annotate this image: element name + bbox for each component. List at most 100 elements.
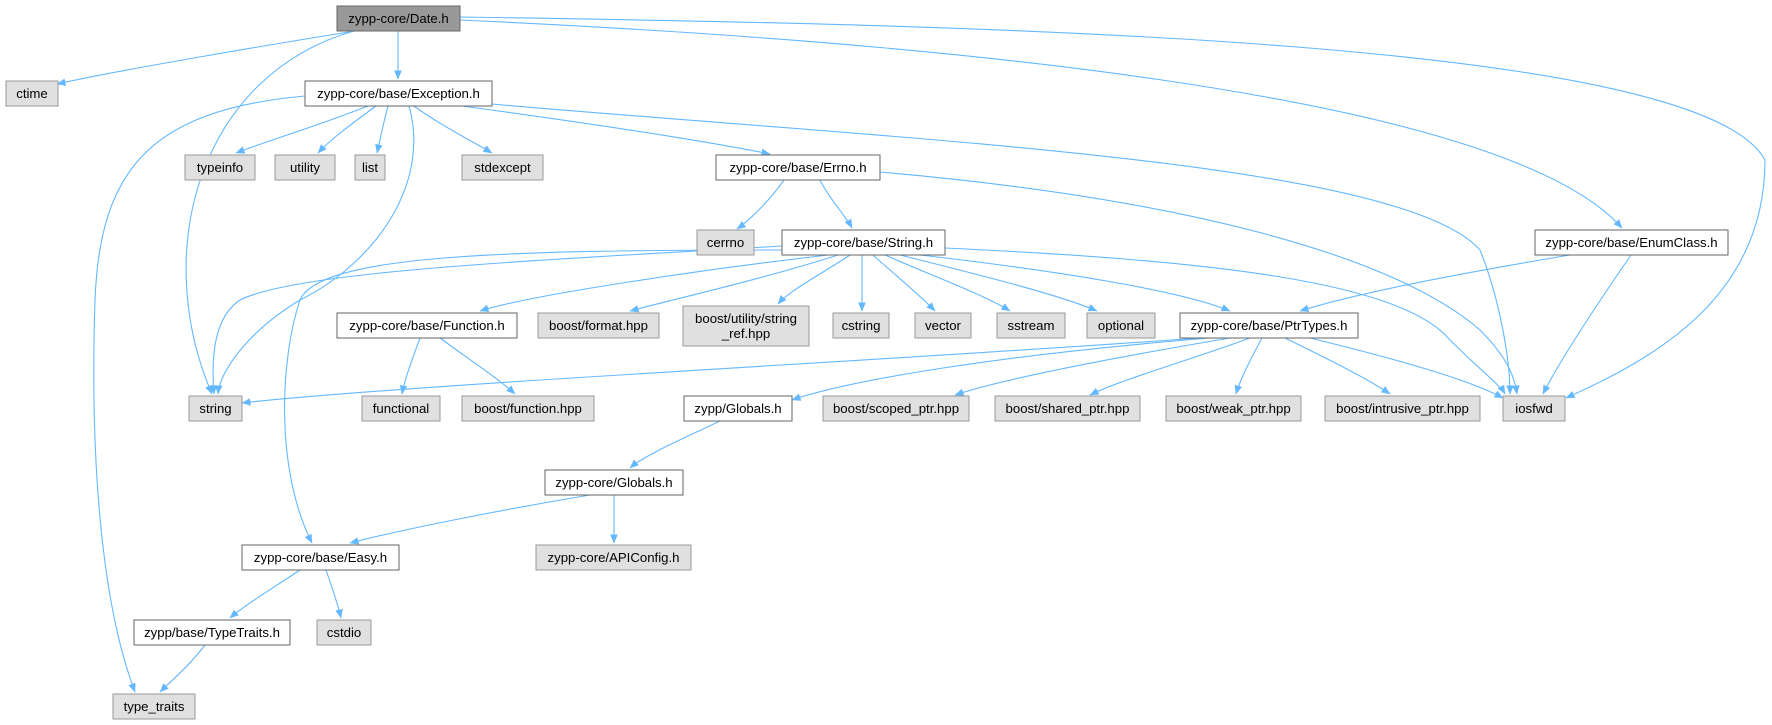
- node-box: [188, 395, 243, 422]
- node-box: [274, 154, 336, 181]
- edge-string_h-to-function_h: [479, 254, 829, 312]
- edge-function_h-to-boost_function: [439, 337, 516, 395]
- edge-string_h-to-easy: [284, 249, 783, 544]
- node-box: [354, 154, 386, 181]
- edge-string_h-to-boost_format: [629, 254, 839, 313]
- edge-exception-to-typeinfo: [235, 105, 369, 154]
- node-core-globals[interactable]: zypp-core/Globals.h: [544, 469, 684, 496]
- node-label: zypp-core/Globals.h: [555, 475, 672, 490]
- node-errno-h[interactable]: zypp-core/base/Errno.h: [715, 154, 881, 181]
- node-label: cstring: [842, 318, 881, 333]
- edge-easy-to-typetraits_h: [229, 569, 301, 619]
- edge-exception-to-type_traits: [93, 95, 306, 693]
- node-label: zypp-core/base/Easy.h: [254, 550, 387, 565]
- node-label: zypp-core/APIConfig.h: [548, 550, 680, 565]
- node-boost-scoped: boost/scoped_ptr.hpp: [822, 395, 970, 422]
- node-functional: functional: [361, 395, 441, 422]
- edge-core_globals-to-easy: [349, 494, 591, 545]
- node-box: [996, 312, 1066, 339]
- node-label: iosfwd: [1515, 401, 1552, 416]
- node-label: list: [362, 160, 378, 175]
- node-label: zypp-core/Date.h: [348, 11, 448, 26]
- node-enumclass[interactable]: zypp-core/base/EnumClass.h: [1534, 229, 1729, 256]
- node-box: [461, 154, 544, 181]
- edge-date-to-ctime: [56, 30, 356, 86]
- node-box: [1324, 395, 1481, 422]
- node-typetraits-h[interactable]: zypp/base/TypeTraits.h: [133, 619, 291, 646]
- node-label: type_traits: [124, 699, 185, 714]
- node-box: [361, 395, 441, 422]
- edge-ptrtypes-to-boost_intrusive: [1284, 337, 1391, 395]
- edge-errno_h-to-cerrno: [736, 179, 785, 230]
- node-box: [241, 544, 400, 571]
- node-typeinfo: typeinfo: [184, 154, 256, 181]
- node-box: [1534, 229, 1729, 256]
- node-label: zypp-core/base/Errno.h: [729, 160, 866, 175]
- node-stdexcept: stdexcept: [461, 154, 544, 181]
- node-optional: optional: [1086, 312, 1156, 339]
- edge-ptrtypes-to-iosfwd: [1309, 337, 1504, 399]
- node-box: [1086, 312, 1156, 339]
- node-exception[interactable]: zypp-core/base/Exception.h: [304, 80, 493, 107]
- node-utility: utility: [274, 154, 336, 181]
- node-label: zypp-core/base/String.h: [794, 235, 933, 250]
- node-label: boost/intrusive_ptr.hpp: [1336, 401, 1469, 416]
- node-ctime: ctime: [5, 80, 59, 107]
- node-boost-function: boost/function.hpp: [461, 395, 595, 422]
- edge-function_h-to-functional: [399, 337, 421, 395]
- edge-exception-to-stdexcept: [413, 105, 493, 154]
- node-cerrno: cerrno: [696, 229, 755, 256]
- edge-exception-to-iosfwd: [491, 103, 1514, 395]
- edge-string_h-to-optional: [899, 254, 1098, 312]
- node-ptrtypes[interactable]: zypp-core/base/PtrTypes.h: [1179, 312, 1359, 339]
- edge-ptrtypes-to-boost_scoped: [954, 337, 1231, 396]
- node-box: [304, 80, 493, 107]
- node-label: ctime: [16, 86, 48, 101]
- node-label: string: [199, 401, 231, 416]
- edges-layer: [56, 16, 1766, 693]
- node-label: zypp/Globals.h: [694, 401, 781, 416]
- node-string-h[interactable]: zypp-core/base/String.h: [781, 229, 946, 256]
- node-box: [184, 154, 256, 181]
- node-label: stdexcept: [474, 160, 531, 175]
- edge-ptrtypes-to-string: [241, 337, 1201, 406]
- node-label: boost/format.hpp: [549, 318, 648, 333]
- edge-string_h-to-ptrtypes: [919, 254, 1231, 312]
- node-box: [994, 395, 1141, 422]
- node-box: [1179, 312, 1359, 339]
- node-function-h[interactable]: zypp-core/base/Function.h: [336, 312, 518, 339]
- edge-string_h-to-iosfwd: [944, 247, 1506, 395]
- node-label: boost/utility/string: [695, 311, 797, 326]
- edge-exception-to-errno_h: [461, 105, 771, 157]
- node-label: cstdio: [327, 625, 361, 640]
- node-label: sstream: [1008, 318, 1055, 333]
- node-zypp-globals[interactable]: zypp/Globals.h: [683, 395, 793, 422]
- node-string: string: [188, 395, 243, 422]
- node-easy[interactable]: zypp-core/base/Easy.h: [241, 544, 400, 571]
- node-box: [781, 229, 946, 256]
- node-boost-shared: boost/shared_ptr.hpp: [994, 395, 1141, 422]
- node-box: [822, 395, 970, 422]
- node-box: [336, 5, 461, 32]
- node-box: [682, 305, 810, 347]
- edge-ptrtypes-to-boost_shared: [1089, 337, 1251, 396]
- node-iosfwd: iosfwd: [1502, 395, 1566, 422]
- node-label: boost/weak_ptr.hpp: [1176, 401, 1290, 416]
- node-box: [544, 469, 684, 496]
- edge-enumclass-to-ptrtypes: [1299, 254, 1571, 312]
- node-label: utility: [290, 160, 320, 175]
- edge-string_h-to-sstream: [884, 254, 1011, 312]
- edge-typetraits_h-to-type_traits: [159, 644, 206, 693]
- node-label: typeinfo: [197, 160, 243, 175]
- node-box: [715, 154, 881, 181]
- edge-date-to-iosfwd: [459, 16, 1766, 399]
- edge-enumclass-to-iosfwd: [1542, 254, 1632, 395]
- node-box: [1165, 395, 1302, 422]
- edge-errno_h-to-string_h: [819, 179, 853, 229]
- node-date[interactable]: zypp-core/Date.h: [336, 5, 461, 32]
- node-box: [112, 693, 196, 720]
- node-vector: vector: [914, 312, 972, 339]
- edge-string_h-to-boost_string_ref: [777, 254, 851, 305]
- node-label: zypp-core/base/PtrTypes.h: [1191, 318, 1348, 333]
